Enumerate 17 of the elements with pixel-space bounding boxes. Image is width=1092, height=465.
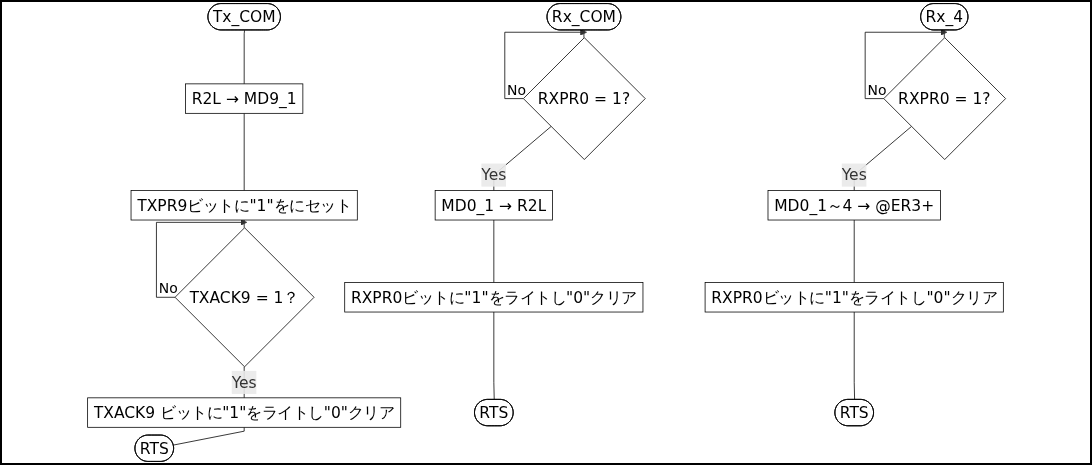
node-box: RXPR0ビットに"1"をライトし"0"クリア <box>344 282 644 313</box>
node-box: RXPR0ビットに"1"をライトし"0"クリア <box>705 282 1005 313</box>
node-box: TXPR9ビットに"1"をにセット <box>131 190 359 221</box>
connector <box>244 29 246 85</box>
node-box: TXACK9 ビットに"1"をライトし"0"クリア <box>87 397 402 428</box>
edge-label: Yes <box>232 373 258 392</box>
connector <box>493 311 496 401</box>
connector <box>244 112 246 191</box>
connector <box>854 311 856 401</box>
node-box: MD0_1～4 → @ER3+ <box>768 190 942 221</box>
edge-label: Yes <box>481 165 507 185</box>
connector <box>173 426 246 446</box>
node-box: R2L → MD9_1 <box>185 83 304 114</box>
connector <box>493 219 495 283</box>
edge-label: Yes <box>842 165 868 185</box>
connector <box>854 219 856 283</box>
node-box: MD0_1 → R2L <box>435 190 554 221</box>
